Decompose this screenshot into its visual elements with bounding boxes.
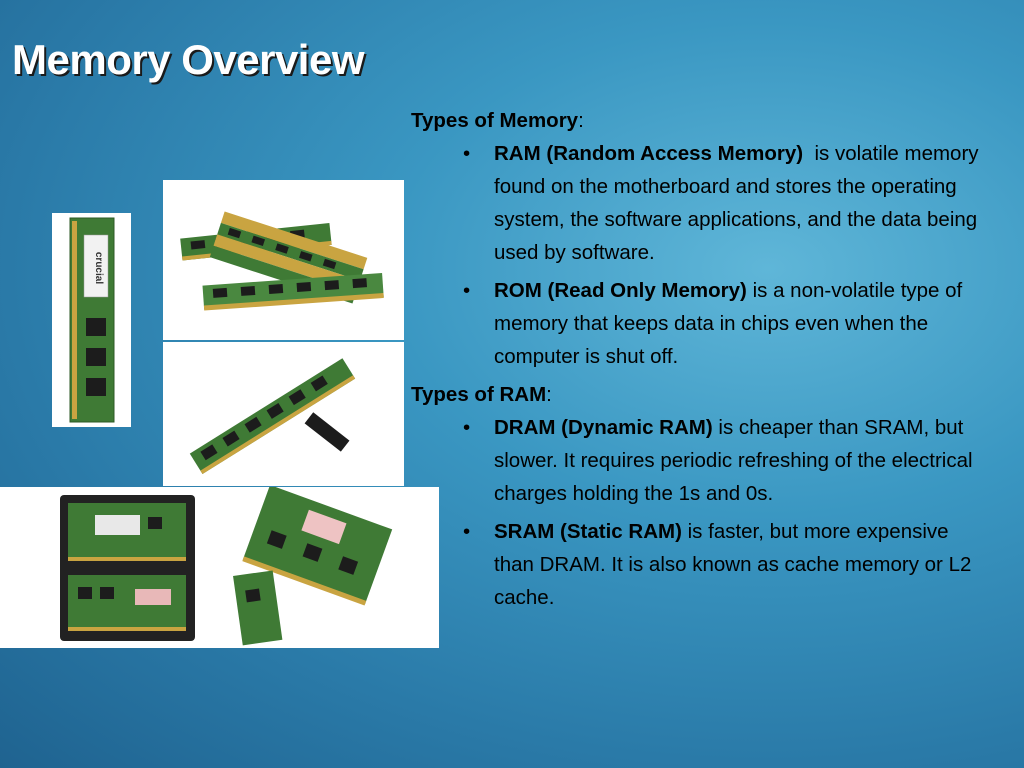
list-item: SRAM (Static RAM) is faster, but more ex… — [411, 515, 981, 614]
section-types-of-ram: Types of RAM: DRAM (Dynamic RAM) is chea… — [411, 378, 981, 614]
list-item: DRAM (Dynamic RAM) is cheaper than SRAM,… — [411, 411, 981, 510]
slide-title: Memory Overview — [12, 36, 365, 83]
description: is cheaper than SRAM, but slower. It req… — [494, 416, 979, 505]
term: RAM (Random Access Memory) — [494, 142, 804, 165]
crucial-ram-stick-image: crucial — [52, 213, 131, 427]
sodimm-tray-image — [0, 487, 439, 648]
list-item: RAM (Random Access Memory) is volatile m… — [411, 137, 981, 269]
bullet-list: RAM (Random Access Memory) is volatile m… — [411, 137, 981, 373]
term: ROM (Read Only Memory) — [494, 279, 747, 302]
term: SRAM (Static RAM) — [494, 520, 682, 543]
stacked-ram-modules-image — [163, 180, 404, 340]
crucial-logo-text: crucial — [93, 252, 104, 284]
list-item: ROM (Read Only Memory) is a non-volatile… — [411, 274, 981, 373]
section-heading: Types of RAM: — [411, 383, 552, 406]
description: is a non-volatile type of memory that ke… — [494, 279, 968, 368]
term: DRAM (Dynamic RAM) — [494, 416, 713, 439]
diagonal-ram-and-chip-image — [163, 342, 404, 486]
bullet-list: DRAM (Dynamic RAM) is cheaper than SRAM,… — [411, 411, 981, 614]
section-types-of-memory: Types of Memory: RAM (Random Access Memo… — [411, 104, 981, 373]
content-area: Types of Memory: RAM (Random Access Memo… — [411, 104, 981, 619]
description: is faster, but more expensive than DRAM.… — [494, 520, 978, 609]
description: is volatile memory found on the motherbo… — [494, 142, 985, 264]
section-heading: Types of Memory: — [411, 109, 584, 132]
